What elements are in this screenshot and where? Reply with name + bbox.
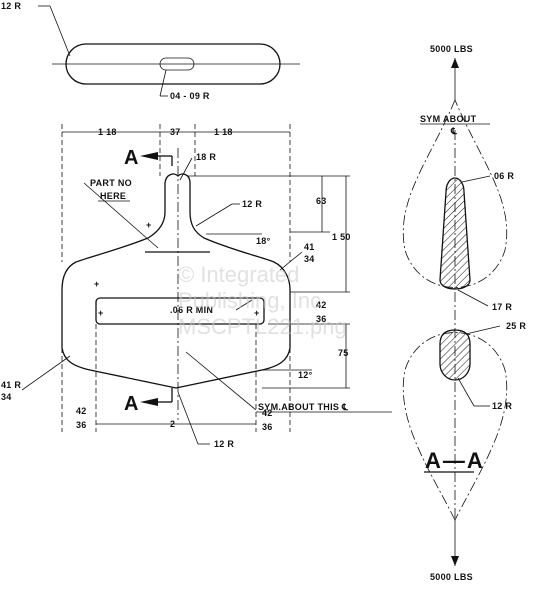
watermark-line2: Publishing, Inc (178, 288, 321, 313)
dim-41-right: 41 (304, 242, 315, 252)
dim-41-left: 41 R (1, 380, 21, 390)
section-arrow-top (140, 152, 158, 160)
watermark-line3: MSCPTL221.png (178, 314, 347, 339)
dim-left-width: 1 18 (98, 127, 117, 137)
top-view: 12 R 04 - 09 R (1, 1, 300, 101)
top-radius-label: 12 R (1, 1, 21, 11)
section-mark-bottom: A (124, 393, 138, 415)
sym-cl: ℄ (450, 126, 457, 136)
dim-36-right: 36 (316, 314, 327, 324)
watermark-line1: © Integrated (178, 262, 299, 287)
plus-mark-left: + (94, 279, 100, 289)
slot-leader (159, 69, 167, 97)
r06-label: 06 R (494, 171, 514, 181)
lower-envelope (402, 332, 508, 521)
top-radius-leader-diag (49, 5, 71, 57)
r25-leader (465, 325, 501, 335)
main-body-outline (61, 173, 291, 389)
r25-label: 25 R (506, 321, 526, 331)
load-bottom: 5000 LBS (430, 572, 473, 582)
shoulder-radius: 12 R (242, 199, 262, 209)
sym-note: SYM.ABOUT THIS ℄ (258, 402, 348, 412)
slot-radius-leader (235, 299, 253, 311)
plus-mark-slot-right: + (254, 308, 260, 318)
section-label: A—A (425, 448, 485, 473)
cross-section-lower (439, 329, 471, 381)
dim-34-left: 34 (1, 392, 12, 402)
dim-63: 63 (316, 196, 327, 206)
notch-bottom-radius: 12 R (214, 439, 234, 449)
dim-75: 75 (338, 348, 349, 358)
dim-neck: 37 (170, 127, 181, 137)
dim-41-right-leader (279, 251, 303, 271)
r17-leader (457, 289, 489, 307)
r17-label: 17 R (492, 302, 512, 312)
upper-envelope (402, 98, 508, 288)
dim-41-left-leader (21, 355, 71, 391)
slot-label: 04 - 09 R (170, 91, 210, 101)
load-top: 5000 LBS (430, 44, 473, 54)
dim-34-right: 34 (304, 254, 315, 264)
cross-section-upper (439, 177, 471, 290)
notch-top-leader (179, 157, 193, 181)
r12-leader (457, 377, 475, 407)
dim-42-bottom-right: 42 (262, 408, 273, 418)
dim-36-bottom-left: 36 (76, 420, 87, 430)
part-no-line2: HERE (100, 191, 126, 201)
notch-bottom-leader (177, 391, 199, 445)
load-top-arrow (451, 58, 459, 68)
top-view-slot (159, 57, 195, 71)
dim-42-bottom-left: 42 (76, 406, 87, 416)
dim-150: 1 50 (332, 232, 351, 242)
notch-top-radius: 18 R (196, 152, 216, 162)
plus-mark-center: + (146, 220, 152, 230)
section-mark-top: A (124, 147, 138, 169)
dim-right-width: 1 18 (214, 127, 233, 137)
plus-mark-slot-left: + (98, 308, 104, 318)
slot-radius-min: .06 R MIN (170, 305, 213, 315)
sym-about: SYM ABOUT (420, 114, 477, 124)
load-bottom-arrow (451, 556, 459, 566)
section-view: 5000 LBS 5000 LBS SYM ABOUT ℄ 06 R 17 R (402, 44, 526, 582)
part-no-leader (83, 182, 159, 249)
part-no-line1: PART NO (90, 178, 132, 188)
shoulder-leader (195, 203, 233, 227)
dim-2: 2 (170, 419, 175, 429)
sym-note-leader (185, 351, 257, 411)
r12-label: 12 R (492, 401, 512, 411)
watermark: © Integrated Publishing, Inc MSCPTL221.p… (178, 262, 347, 339)
r06-leader (461, 175, 491, 183)
dim-36-bottom-right: 36 (262, 422, 273, 432)
angle-18: 18° (256, 236, 271, 246)
angle-12: 12° (298, 370, 313, 380)
main-view: + + + + 1 18 37 1 18 A 18 R PART NO HERE… (1, 124, 392, 449)
dim-42-right: 42 (316, 300, 327, 310)
section-arrow-bottom (140, 398, 158, 406)
main-slot (95, 297, 265, 325)
